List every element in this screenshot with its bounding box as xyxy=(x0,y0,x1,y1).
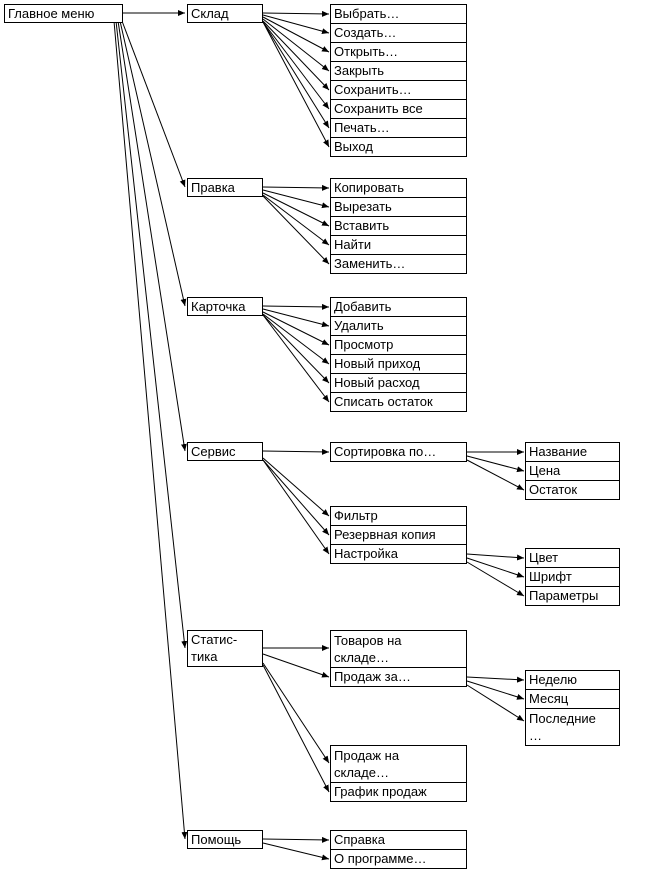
menu-pomosh: Помощь xyxy=(187,830,263,849)
connector-line xyxy=(466,676,525,683)
connector-line xyxy=(117,20,187,452)
pomosh-items-group: Справка О программе… xyxy=(330,830,467,869)
connector-line xyxy=(262,314,330,403)
connector-line xyxy=(466,557,525,578)
connector-line xyxy=(466,459,525,491)
connector-line xyxy=(262,313,330,365)
kartochka-items-group: Добавить Удалить Просмотр Новый приход Н… xyxy=(330,297,467,412)
menu-item: Копировать xyxy=(331,179,466,198)
connector-line xyxy=(121,20,186,188)
menu-item: Последние … xyxy=(529,711,596,743)
connector-line xyxy=(262,459,330,536)
menu-item: Неделю xyxy=(526,671,619,690)
connector-line xyxy=(262,308,330,328)
connector-line xyxy=(262,664,330,793)
menu-item: Выход xyxy=(334,139,373,154)
menu-item: Вырезать xyxy=(331,198,466,217)
connector-line xyxy=(262,457,330,517)
prodazh-za-items-group: Неделю Месяц Последние … xyxy=(525,670,620,746)
connector-line xyxy=(119,20,187,307)
menu-item: О программе… xyxy=(334,851,427,866)
menu-pravka: Правка xyxy=(187,178,263,197)
connector-line xyxy=(466,680,525,700)
sklad-items-group: Выбрать… Создать… Открыть… Закрыть Сохра… xyxy=(330,4,467,157)
menu-item: Сохранить… xyxy=(331,81,466,100)
connector-line xyxy=(113,20,188,840)
menu-item: Новый приход xyxy=(331,355,466,374)
connector-line xyxy=(262,21,330,148)
menu-item: Продаж за… xyxy=(334,669,411,684)
connector-line xyxy=(466,684,525,722)
menu-item: Название xyxy=(526,443,619,462)
statistika-items-top-group: Товаров на складе… Продаж за… xyxy=(330,630,467,687)
connector-line xyxy=(262,10,330,17)
menu-item: Создать… xyxy=(331,24,466,43)
menu-item: График продаж xyxy=(334,784,427,799)
connector-line xyxy=(466,561,525,597)
menu-item: Фильтр xyxy=(331,507,466,526)
menu-item: Месяц xyxy=(526,690,619,709)
connector-line xyxy=(262,836,330,843)
menu-item: Новый расход xyxy=(331,374,466,393)
connector-line xyxy=(262,192,330,227)
connector-line xyxy=(466,455,525,473)
menu-item: Резервная копия xyxy=(331,526,466,545)
sortirovka-node: Сортировка по… xyxy=(330,442,467,462)
connector-line xyxy=(262,459,330,555)
menu-item: Цвет xyxy=(526,549,619,568)
menu-item: Продаж на складе… xyxy=(331,746,466,783)
main-menu-node: Главное меню xyxy=(4,4,123,23)
servis-items-group: Фильтр Резервная копия Настройка xyxy=(330,506,467,564)
connector-line xyxy=(262,448,330,455)
menu-item: Сохранить все xyxy=(331,100,466,119)
connector-line xyxy=(262,653,330,678)
nastroyka-items-group: Цвет Шрифт Параметры xyxy=(525,548,620,606)
menu-item: Товаров на складе… xyxy=(331,631,466,668)
menu-item: Закрыть xyxy=(331,62,466,81)
menu-servis: Сервис xyxy=(187,442,263,461)
statistika-items-bottom-group: Продаж на складе… График продаж xyxy=(330,745,467,802)
connector-line xyxy=(262,184,330,191)
menu-item: Сортировка по… xyxy=(334,444,437,459)
menu-item: Выбрать… xyxy=(331,5,466,24)
connector-line xyxy=(262,20,330,91)
menu-item: Найти xyxy=(331,236,466,255)
menu-sklad: Склад xyxy=(187,4,263,23)
connector-line xyxy=(262,21,330,129)
connector-line xyxy=(115,20,188,649)
connector-line xyxy=(262,303,330,310)
menu-item: Остаток xyxy=(529,482,578,497)
connector-line xyxy=(262,18,330,72)
menu-kartochka: Карточка xyxy=(187,297,263,316)
connector-line xyxy=(262,21,330,110)
menu-item: Заменить… xyxy=(334,256,406,271)
menu-item: Просмотр xyxy=(331,336,466,355)
menu-item: Параметры xyxy=(529,588,599,603)
menu-item: Справка xyxy=(331,831,466,850)
menu-item: Открыть… xyxy=(331,43,466,62)
connector-line xyxy=(466,553,525,561)
connector-line xyxy=(262,194,330,246)
connector-line xyxy=(262,195,330,265)
menu-statistika: Статис- тика xyxy=(187,630,263,667)
pravka-items-group: Копировать Вырезать Вставить Найти Замен… xyxy=(330,178,467,274)
sortirovka-items-group: Название Цена Остаток xyxy=(525,442,620,500)
menu-item: Цена xyxy=(526,462,619,481)
connector-line xyxy=(262,16,330,53)
connector-line xyxy=(262,842,330,861)
connector-line xyxy=(262,311,330,346)
connector-line xyxy=(262,314,330,384)
connector-line xyxy=(262,189,330,209)
connector-line xyxy=(262,14,330,35)
connector-line xyxy=(262,662,330,764)
menu-item: Настройка xyxy=(334,546,398,561)
menu-item: Удалить xyxy=(331,317,466,336)
menu-item: Шрифт xyxy=(526,568,619,587)
menu-item: Списать остаток xyxy=(334,394,433,409)
menu-item: Добавить xyxy=(331,298,466,317)
menu-item: Печать… xyxy=(331,119,466,138)
menu-item: Вставить xyxy=(331,217,466,236)
